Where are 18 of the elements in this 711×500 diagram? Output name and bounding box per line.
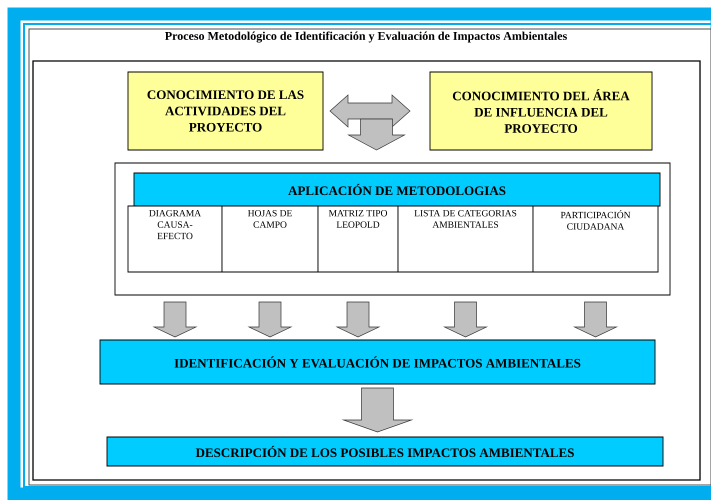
process-box: CONOCIMIENTO DEL ÁREA DE INFLUENCIA DEL PROYECTO [430,72,652,150]
table-cell: DIAGRAMA CAUSA-EFECTO [128,206,222,272]
block-arrow [152,302,198,338]
header-bar: APLICACIÓN DE METODOLOGIAS [134,172,660,206]
block-arrow [347,118,406,150]
process-box: CONOCIMIENTO DE LAS ACTIVIDADES DEL PROYECTO [128,72,324,150]
diagram-title: Proceso Metodológico de Identificación y Evaluación de Impactos Ambientales [165,31,567,43]
block-arrow [341,388,414,432]
table-cell: PARTICIPACIÓN CIUDADANA [532,206,658,272]
block-arrow [247,302,293,338]
block-arrow [335,302,381,338]
block-arrow [572,302,618,338]
process-box: IDENTIFICACIÓN Y EVALUACIÓN DE IMPACTOS AMBIENTALES [100,340,656,384]
process-box: DESCRIPCIÓN DE LOS POSIBLES IMPACTOS AMBIENTALES [106,436,664,466]
table-cell: LISTA DE CATEGORIAS AMBIENTALES [398,206,534,272]
table-cell: MATRIZ TIPO LEOPOLD [318,206,398,272]
block-arrow [442,302,488,338]
table-cell: HOJAS DE CAMPO [222,206,318,272]
